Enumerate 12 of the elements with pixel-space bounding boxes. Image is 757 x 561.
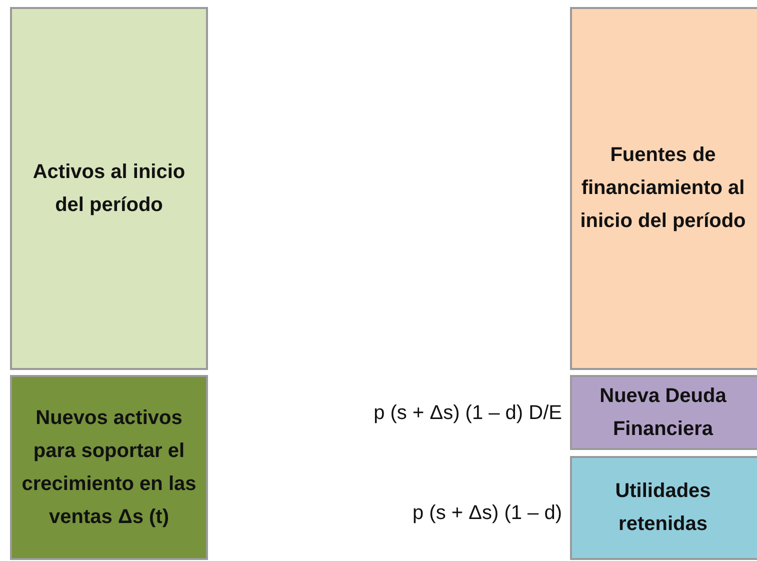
formula-text: p (s + Δs) (1 – d) D/E [374,401,562,426]
block-box [570,7,757,370]
block-box [570,375,757,450]
block-label: Activos al inicio del período [32,160,186,218]
block-label: Utilidades retenidas [614,479,712,537]
block-box [10,7,208,370]
formula-text: p (s + Δs) (1 – d) [412,501,562,526]
block-box [570,456,757,560]
block-label: Nuevos activos para soportar el crecimiento en las ventas Δs (t) [20,406,198,530]
block-box [10,375,208,560]
block-label: Nueva Deuda Financiera [598,384,728,442]
block-label: Fuentes de financiamiento al inicio del período [579,143,747,234]
